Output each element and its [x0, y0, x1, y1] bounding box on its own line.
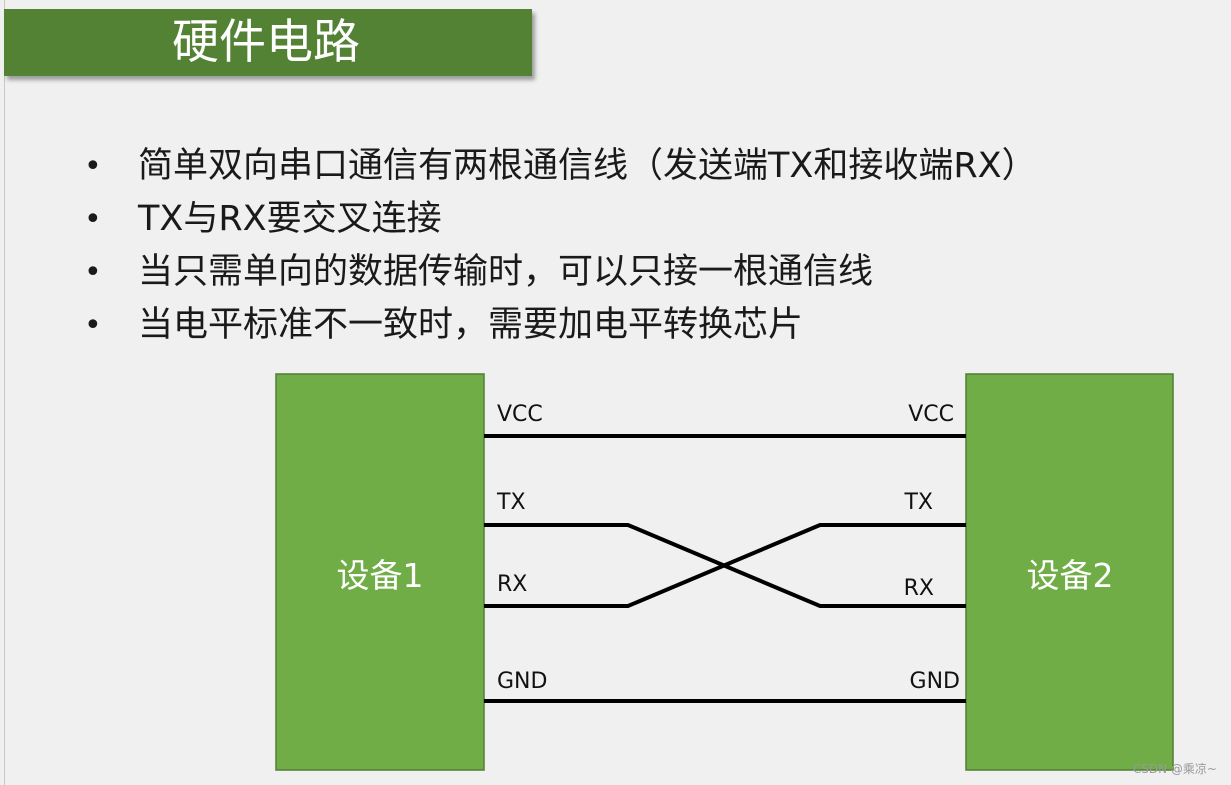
bullet-dot: •: [84, 149, 102, 184]
right-gnd-label: GND: [910, 669, 960, 694]
bullet-text: TX与RX要交叉连接: [138, 199, 442, 239]
device-2-box: [965, 373, 1174, 771]
device-1-label: 设备1: [337, 556, 424, 595]
left-tx-label: TX: [496, 490, 526, 515]
bullet-dot: •: [84, 202, 102, 237]
slide-left-border: [4, 0, 5, 785]
bullet-text: 当只需单向的数据传输时，可以只接一根通信线: [138, 252, 874, 292]
left-vcc-label: VCC: [497, 402, 543, 427]
right-vcc-label: VCC: [908, 402, 954, 427]
slide-title: 硬件电路: [172, 15, 360, 70]
watermark: CSDN @乘凉~: [1132, 762, 1217, 776]
bullet-dot: •: [84, 308, 102, 343]
left-rx-label: RX: [497, 572, 527, 597]
right-tx-label: TX: [903, 490, 933, 515]
device-2-label: 设备2: [1027, 556, 1114, 595]
rx-to-tx-wire: [484, 523, 966, 608]
bullet-text: 当电平标准不一致时，需要加电平转换芯片: [138, 305, 804, 345]
title-banner: 硬件电路: [4, 9, 532, 76]
device-1-box: [275, 373, 485, 771]
bullet-text: 简单双向串口通信有两根通信线（发送端TX和接收端RX）: [138, 146, 1037, 186]
left-gnd-label: GND: [497, 669, 547, 694]
bullet-dot: •: [84, 255, 102, 290]
right-rx-label: RX: [904, 576, 934, 601]
